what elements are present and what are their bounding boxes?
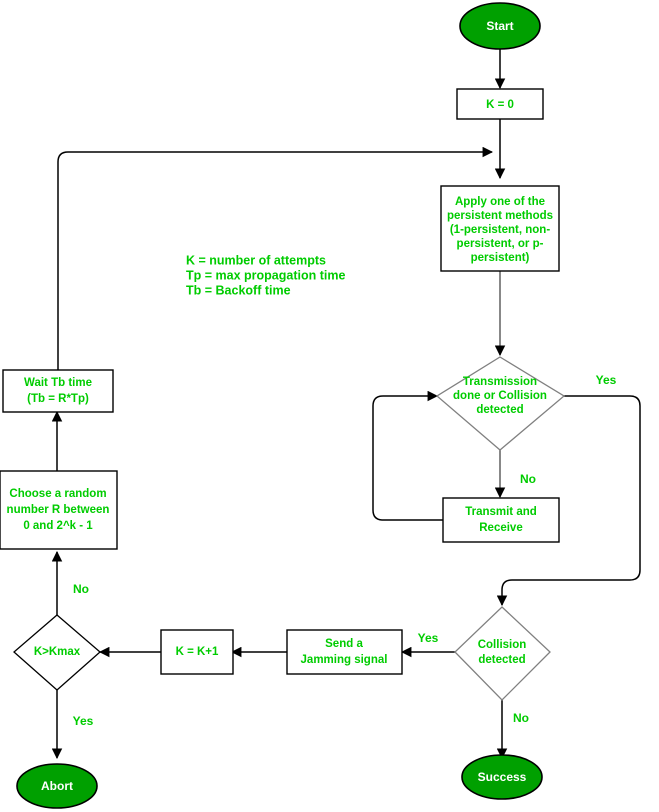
transdone-label-line2: done or Collision <box>453 390 547 402</box>
start-ellipse <box>459 2 541 50</box>
random-box <box>0 470 118 550</box>
node-kmax-decision[interactable]: K>Kmax <box>13 614 101 691</box>
random-label-line2: number R between <box>7 504 110 516</box>
kmax-label: K>Kmax <box>34 646 81 658</box>
legend-line-1: K = number of attempts <box>186 253 326 267</box>
collision-label-line2: detected <box>478 654 525 666</box>
node-success[interactable]: Success <box>461 754 543 800</box>
collision-label-line1: Collision <box>478 639 527 651</box>
legend-line-2: Tp = max propagation time <box>186 268 345 282</box>
apply-label-line2: persistent methods <box>447 210 553 222</box>
node-apply-persistent-methods[interactable]: Apply one of the persistent methods (1-p… <box>440 185 560 272</box>
apply-label-line1: Apply one of the <box>455 196 545 208</box>
wait-box <box>2 369 114 413</box>
edge-transdone-yes-to-collision <box>496 395 641 607</box>
apply-label-line3: (1-persistent, non- <box>450 224 550 236</box>
apply-label-line5: persistent) <box>471 252 530 264</box>
node-collision-detected-decision[interactable]: Collision detected <box>454 606 551 701</box>
node-choose-random-number[interactable]: Choose a random number R between 0 and 2… <box>0 470 118 550</box>
success-ellipse <box>461 754 543 800</box>
k0-box <box>456 88 544 120</box>
collision-diamond <box>454 606 551 701</box>
transmit-label-line1: Transmit and <box>465 506 537 518</box>
node-k0[interactable]: K = 0 <box>456 88 544 120</box>
edge-wait-to-apply-loop <box>57 146 494 370</box>
kplus1-label: K = K+1 <box>176 646 219 658</box>
random-label-line1: Choose a random <box>9 488 106 500</box>
kplus1-box <box>160 629 234 675</box>
apply-box <box>440 185 560 272</box>
jamming-label-line2: Jamming signal <box>301 654 388 666</box>
transdone-diamond <box>435 356 566 451</box>
edge-label-kmax-yes: Yes <box>73 714 94 728</box>
node-start[interactable]: Start <box>459 2 541 50</box>
kmax-diamond <box>13 614 101 691</box>
legend: K = number of attempts Tp = max propagat… <box>186 253 345 297</box>
legend-line-3: Tb = Backoff time <box>186 283 291 297</box>
jamming-box <box>286 629 403 675</box>
success-label: Success <box>478 770 527 784</box>
wait-label-line2: (Tb = R*Tp) <box>27 393 89 405</box>
edge-label-collision-no: No <box>513 711 529 725</box>
transdone-label-line3: detected <box>476 404 523 416</box>
k0-label: K = 0 <box>486 99 514 111</box>
edge-label-transdone-no: No <box>520 472 536 486</box>
start-label: Start <box>486 19 513 33</box>
wait-label-line1: Wait Tb time <box>24 377 92 389</box>
node-send-jamming-signal[interactable]: Send a Jamming signal <box>286 629 403 675</box>
transdone-label-line1: Transmission <box>463 376 537 388</box>
edge-label-transdone-yes: Yes <box>596 373 617 387</box>
node-abort[interactable]: Abort <box>16 763 98 809</box>
node-transmission-done-decision[interactable]: Transmission done or Collision detected <box>435 356 566 451</box>
edge-label-kmax-no: No <box>73 582 89 596</box>
transmit-label-line2: Receive <box>479 522 522 534</box>
edge-label-collision-yes: Yes <box>418 631 439 645</box>
apply-label-line4: persistent, or p- <box>457 238 544 250</box>
random-label-line3: 0 and 2^k - 1 <box>23 520 93 532</box>
node-k-plus-1[interactable]: K = K+1 <box>160 629 234 675</box>
abort-label: Abort <box>41 779 73 793</box>
transmit-box <box>442 497 560 543</box>
edge-transmit-loop-to-transdone <box>372 390 443 521</box>
jamming-label-line1: Send a <box>325 638 363 650</box>
abort-ellipse <box>16 763 98 809</box>
node-transmit-and-receive[interactable]: Transmit and Receive <box>442 497 560 543</box>
node-wait-tb-time[interactable]: Wait Tb time (Tb = R*Tp) <box>2 369 114 413</box>
